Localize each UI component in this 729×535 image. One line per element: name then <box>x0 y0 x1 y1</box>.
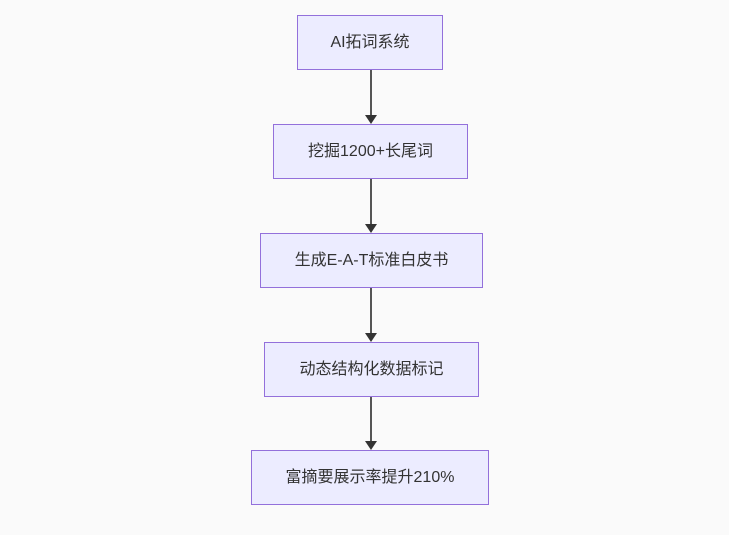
flow-node-longtail-mining: 挖掘1200+长尾词 <box>273 124 468 179</box>
arrow-line <box>369 288 372 333</box>
flow-node-rich-snippet-result: 富摘要展示率提升210% <box>251 450 489 505</box>
flow-node-label: 挖掘1200+长尾词 <box>308 142 433 160</box>
flow-node-eat-whitepaper: 生成E-A-T标准白皮书 <box>260 233 483 288</box>
flow-node-label: 动态结构化数据标记 <box>299 360 444 378</box>
arrowhead-down-icon <box>364 224 377 233</box>
flow-edge-3 <box>364 288 377 342</box>
flow-edge-4 <box>364 397 377 450</box>
flow-node-label: 富摘要展示率提升210% <box>285 468 455 486</box>
flow-edge-2 <box>364 179 377 233</box>
arrowhead-down-icon <box>364 115 377 124</box>
flow-node-label: 生成E-A-T标准白皮书 <box>294 251 449 269</box>
arrow-line <box>369 179 372 224</box>
flow-edge-1 <box>364 70 377 124</box>
flow-node-structured-data-markup: 动态结构化数据标记 <box>264 342 479 397</box>
arrowhead-down-icon <box>364 441 377 450</box>
arrow-line <box>369 70 372 115</box>
arrow-line <box>369 397 372 441</box>
flow-node-label: AI拓词系统 <box>330 33 410 51</box>
flow-node-ai-keyword-system: AI拓词系统 <box>297 15 443 70</box>
arrowhead-down-icon <box>364 333 377 342</box>
